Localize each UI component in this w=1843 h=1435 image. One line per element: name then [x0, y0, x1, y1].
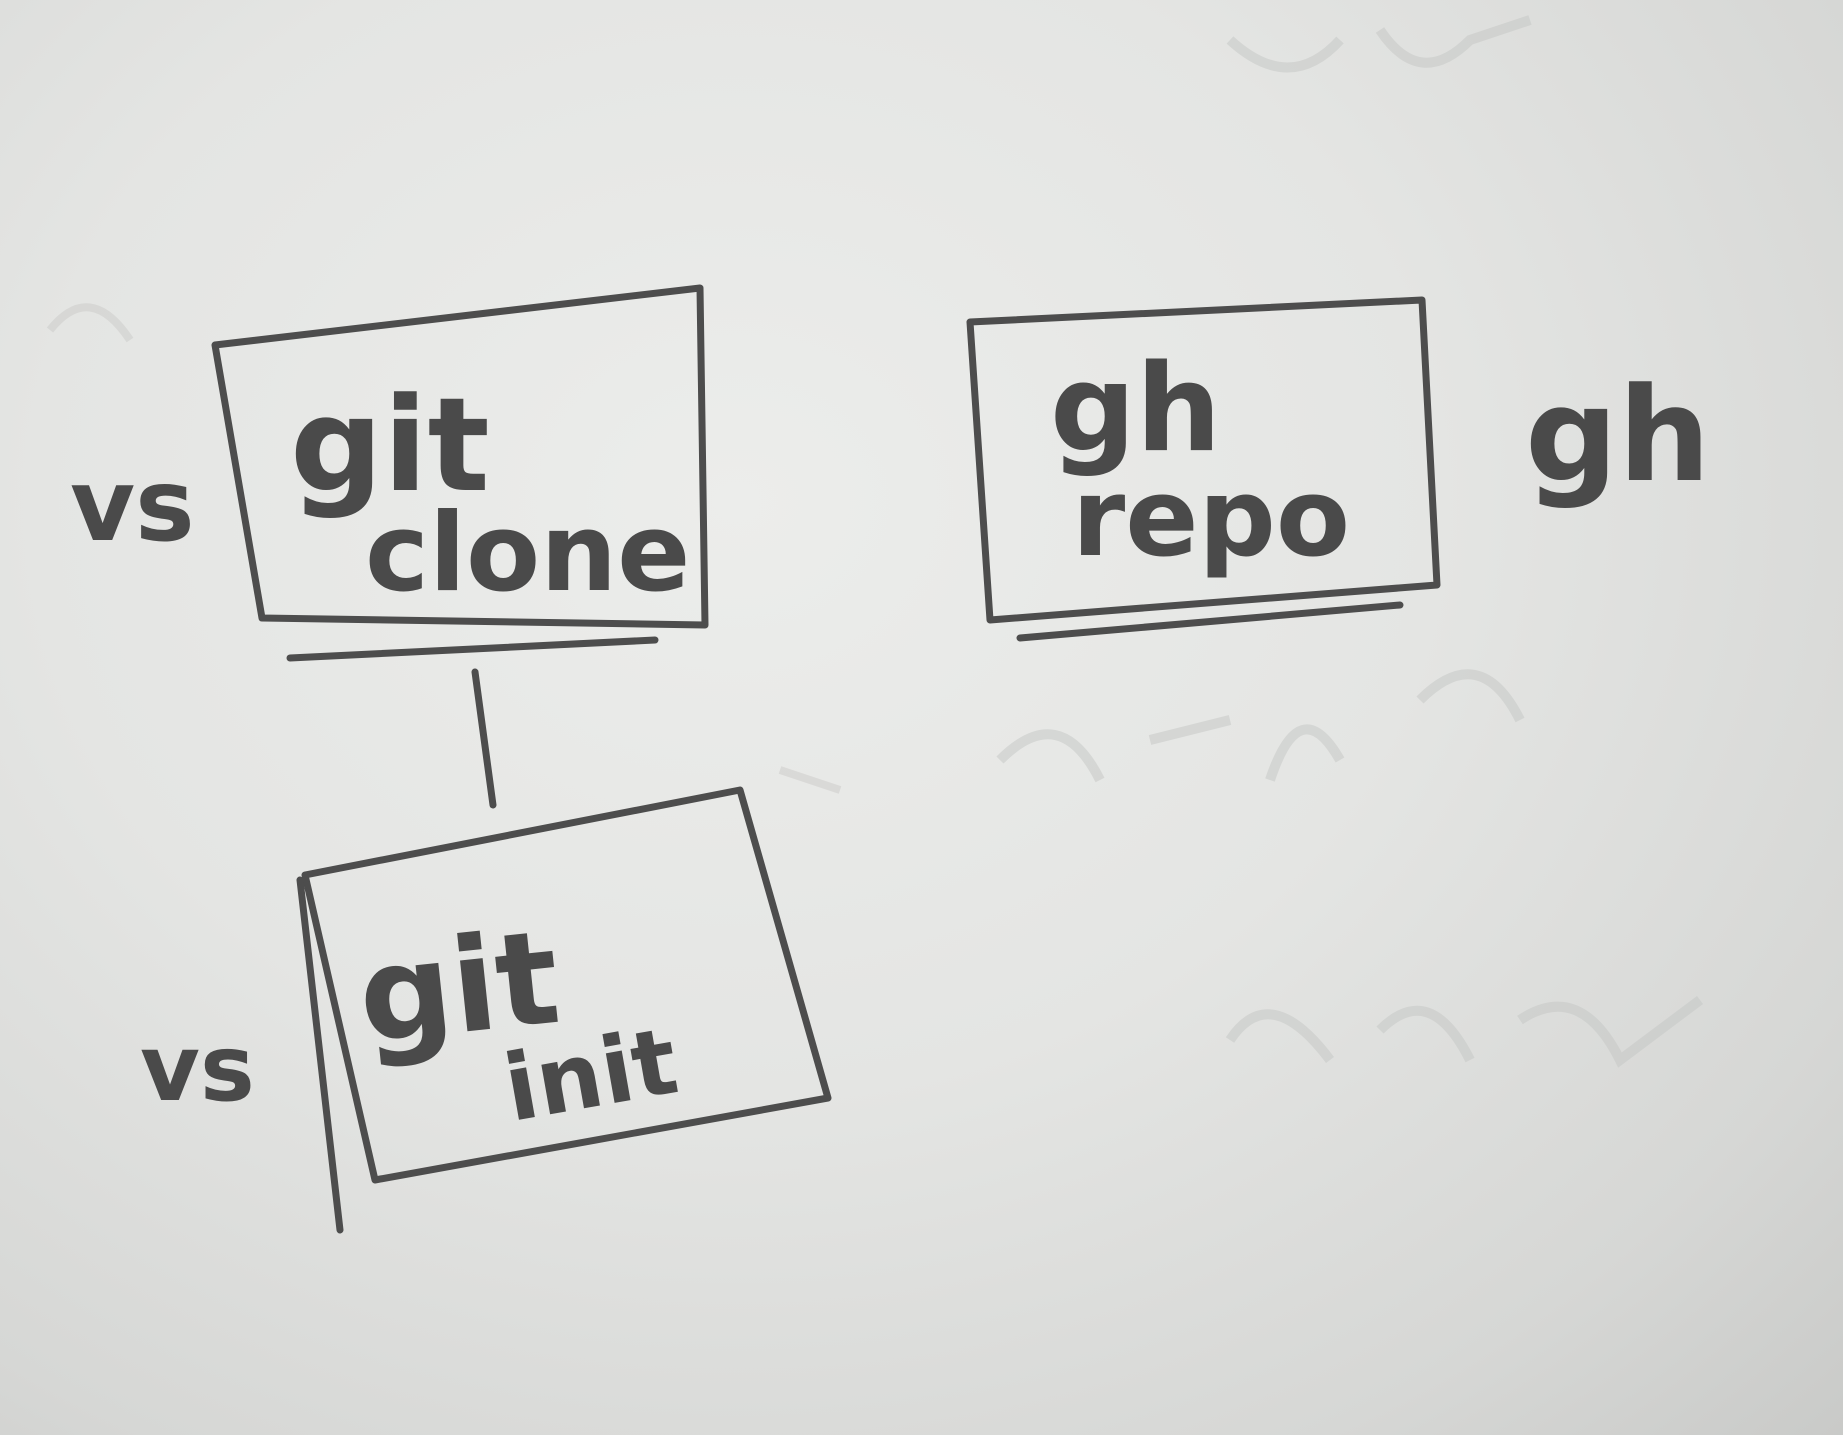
clone-init-connector	[471, 668, 497, 809]
node-gh-repo: gh repo gh	[966, 296, 1711, 642]
git-init-box	[301, 786, 832, 1184]
git-clone-box	[211, 284, 709, 629]
gh-repo-line2: repo	[1072, 456, 1350, 581]
node-git-clone: vs git clone	[70, 284, 709, 662]
git-clone-line1: git	[290, 369, 490, 521]
git-init-side-label: vs	[140, 1015, 255, 1122]
gh-repo-line1: gh	[1050, 340, 1221, 479]
gh-repo-side-label: gh	[1525, 359, 1711, 511]
git-init-line1: git	[351, 901, 566, 1073]
git-clone-line2: clone	[365, 491, 690, 616]
bleed-through-marks	[46, 15, 1703, 1068]
git-clone-side-label: vs	[70, 447, 195, 564]
gh-repo-box	[966, 296, 1441, 624]
node-git-init: vs git init	[140, 786, 832, 1234]
